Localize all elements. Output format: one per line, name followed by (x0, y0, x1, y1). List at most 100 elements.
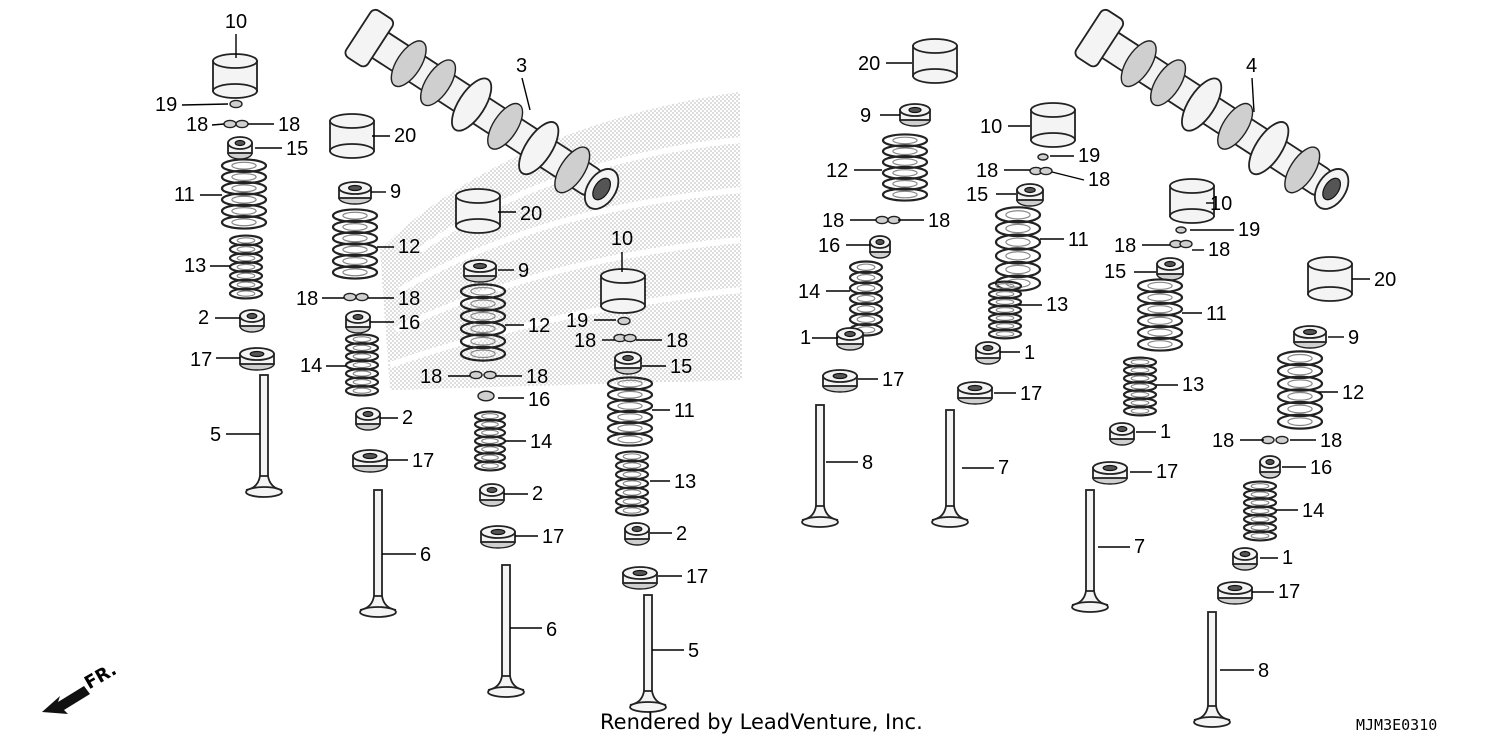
spring-seat (355, 407, 381, 431)
valve-cotter (623, 333, 637, 343)
valve-spring (614, 450, 650, 517)
valve-spring (459, 283, 507, 362)
callout-18: 18 (1114, 235, 1136, 257)
valve-cotter (1037, 153, 1049, 161)
front-arrow-icon (42, 686, 90, 714)
callout-17: 17 (686, 566, 708, 588)
callout-18: 18 (186, 114, 208, 136)
spring-seat (479, 483, 505, 507)
valve-spring (1122, 356, 1158, 417)
callout-18: 18 (976, 160, 998, 182)
valve (801, 404, 839, 528)
valve-spring (344, 333, 380, 397)
callout-13: 13 (1046, 294, 1068, 316)
callout-18: 18 (822, 210, 844, 232)
callout-18: 18 (1208, 239, 1230, 261)
valve-spring (220, 158, 268, 230)
valve-spring (228, 234, 264, 300)
callout-15: 15 (670, 356, 692, 378)
tappet-bucket (455, 188, 501, 234)
spring-seat (239, 309, 265, 333)
leader-line (1251, 77, 1255, 113)
callout-17: 17 (190, 349, 212, 371)
callout-7: 7 (1134, 536, 1145, 558)
callout-18: 18 (420, 366, 442, 388)
tappet-bucket (329, 113, 375, 159)
callout-2: 2 (676, 523, 687, 545)
callout-2: 2 (198, 307, 209, 329)
valve-cotter (477, 390, 495, 402)
callout-18: 18 (666, 330, 688, 352)
callout-19: 19 (1238, 219, 1260, 241)
callout-16: 16 (818, 235, 840, 257)
callout-20: 20 (1374, 269, 1396, 291)
camshaft-3 (344, 8, 620, 210)
callout-10: 10 (1210, 193, 1232, 215)
callout-1: 1 (1024, 342, 1035, 364)
spring-seat (869, 235, 891, 259)
callout-18: 18 (278, 114, 300, 136)
callout-3: 3 (516, 55, 527, 77)
callout-12: 12 (398, 236, 420, 258)
credit-text: Rendered by LeadVenture, Inc. (600, 710, 923, 734)
spring-seat (1016, 183, 1044, 207)
callout-5: 5 (688, 640, 699, 662)
callout-9: 9 (390, 181, 401, 203)
callout-15: 15 (1104, 261, 1126, 283)
spring-seat (480, 525, 516, 549)
callout-1: 1 (1282, 547, 1293, 569)
valve-cotter (617, 316, 631, 326)
spring-seat (1232, 547, 1258, 571)
valve-spring (1136, 278, 1184, 352)
spring-seat (463, 259, 497, 283)
callout-14: 14 (530, 431, 552, 453)
callout-17: 17 (1156, 461, 1178, 483)
spring-seat (614, 351, 642, 375)
valve-spring (331, 208, 379, 280)
spring-seat (338, 181, 372, 205)
callout-19: 19 (1078, 145, 1100, 167)
callout-11: 11 (1206, 303, 1227, 325)
valve (245, 374, 283, 498)
spring-seat (1156, 257, 1184, 281)
valve-cotter (483, 370, 497, 380)
spring-seat (1217, 581, 1253, 605)
callout-17: 17 (542, 526, 564, 548)
callout-17: 17 (1020, 383, 1042, 405)
callout-8: 8 (862, 452, 873, 474)
tappet-bucket (212, 53, 258, 99)
leader-line (1051, 171, 1085, 181)
valve (629, 594, 667, 713)
callout-18: 18 (574, 330, 596, 352)
front-direction-indicator: FR. (38, 659, 138, 720)
valve-cotter (229, 99, 243, 109)
valve-spring (987, 280, 1023, 340)
callout-11: 11 (174, 184, 195, 206)
callout-11: 11 (1068, 229, 1089, 251)
valve-cotter (355, 292, 369, 302)
callout-5: 5 (210, 424, 221, 446)
callout-9: 9 (1348, 327, 1359, 349)
leader-line (521, 77, 531, 111)
callout-18: 18 (928, 210, 950, 232)
callout-16: 16 (528, 389, 550, 411)
callout-14: 14 (798, 281, 820, 303)
callout-18: 18 (296, 288, 318, 310)
valve-spring (994, 206, 1042, 292)
valve-spring (473, 410, 507, 472)
callout-18: 18 (398, 288, 420, 310)
callout-10: 10 (225, 11, 247, 33)
tappet-bucket (600, 268, 646, 314)
callout-2: 2 (532, 483, 543, 505)
callout-19: 19 (155, 94, 177, 116)
callout-18: 18 (526, 366, 548, 388)
valve-spring (1242, 480, 1278, 542)
valve-cotter (469, 370, 483, 380)
valve-spring (606, 376, 654, 447)
valve-spring (881, 133, 929, 202)
leader-line (211, 123, 225, 126)
callout-12: 12 (1342, 382, 1364, 404)
spring-seat (822, 369, 858, 393)
valve (931, 409, 969, 528)
valve-cotter (223, 119, 237, 129)
